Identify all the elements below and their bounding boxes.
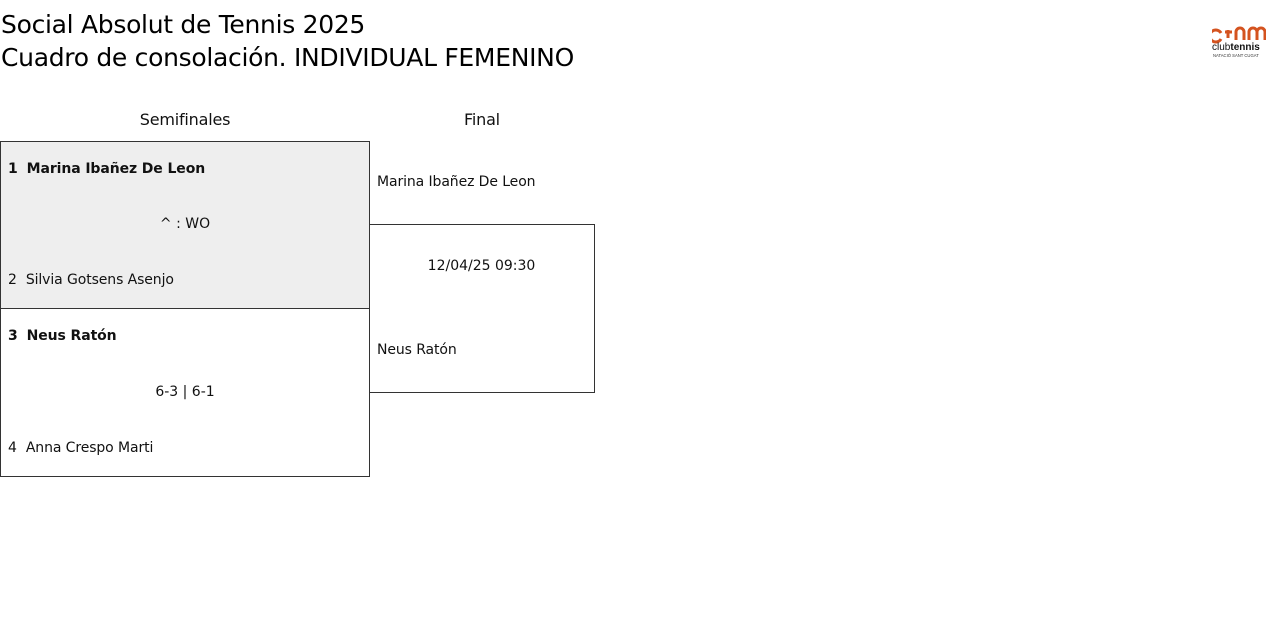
- semifinal-match-2[interactable]: 3 Neus Ratón 6-3 | 6-1 4 Anna Crespo Marti: [0, 308, 370, 477]
- player-bottom: 2 Silvia Gotsens Asenjo: [8, 272, 174, 288]
- svg-text:clubtennis: clubtennis: [1212, 42, 1260, 53]
- match-score: 6-3 | 6-1: [155, 384, 215, 400]
- page-title: Social Absolut de Tennis 2025 Cuadro de …: [1, 8, 574, 74]
- final-player-bottom: Neus Ratón: [377, 342, 457, 358]
- player-name: Silvia Gotsens Asenjo: [25, 272, 174, 288]
- title-line-2: Cuadro de consolación. INDIVIDUAL FEMENI…: [1, 43, 574, 72]
- final-match[interactable]: 12/04/25 09:30: [369, 224, 595, 393]
- match-score: ^ : WO: [159, 216, 211, 232]
- final-datetime: 12/04/25 09:30: [427, 258, 536, 274]
- seed-number: 4: [8, 440, 17, 456]
- title-line-1: Social Absolut de Tennis 2025: [1, 10, 366, 39]
- logo-text-main: club: [1212, 42, 1231, 53]
- semifinal-match-1[interactable]: 1 Marina Ibañez De Leon ^ : WO 2 Silvia Go…: [0, 141, 370, 309]
- player-name: Anna Crespo Marti: [25, 440, 154, 456]
- logo-text-bold: tennis: [1230, 42, 1260, 53]
- round-header-final: Final: [464, 110, 500, 129]
- seed-number: 1: [8, 161, 18, 177]
- round-header-semifinals: Semifinales: [139, 110, 231, 129]
- final-player-top: Marina Ibañez De Leon: [377, 174, 536, 190]
- player-name: Marina Ibañez De Leon: [26, 161, 206, 177]
- player-name: Neus Ratón: [26, 328, 117, 344]
- club-logo-mark-icon: clubtennis NATACIÓ SANT CUGAT: [1208, 26, 1267, 58]
- player-top: 3 Neus Ratón: [8, 328, 117, 344]
- player-bottom: 4 Anna Crespo Marti: [8, 440, 153, 456]
- player-top: 1 Marina Ibañez De Leon: [8, 161, 205, 177]
- seed-number: 2: [8, 272, 17, 288]
- club-logo: clubtennis NATACIÓ SANT CUGAT: [1208, 24, 1267, 58]
- seed-number: 3: [8, 328, 18, 344]
- logo-subtext: NATACIÓ SANT CUGAT: [1213, 53, 1259, 58]
